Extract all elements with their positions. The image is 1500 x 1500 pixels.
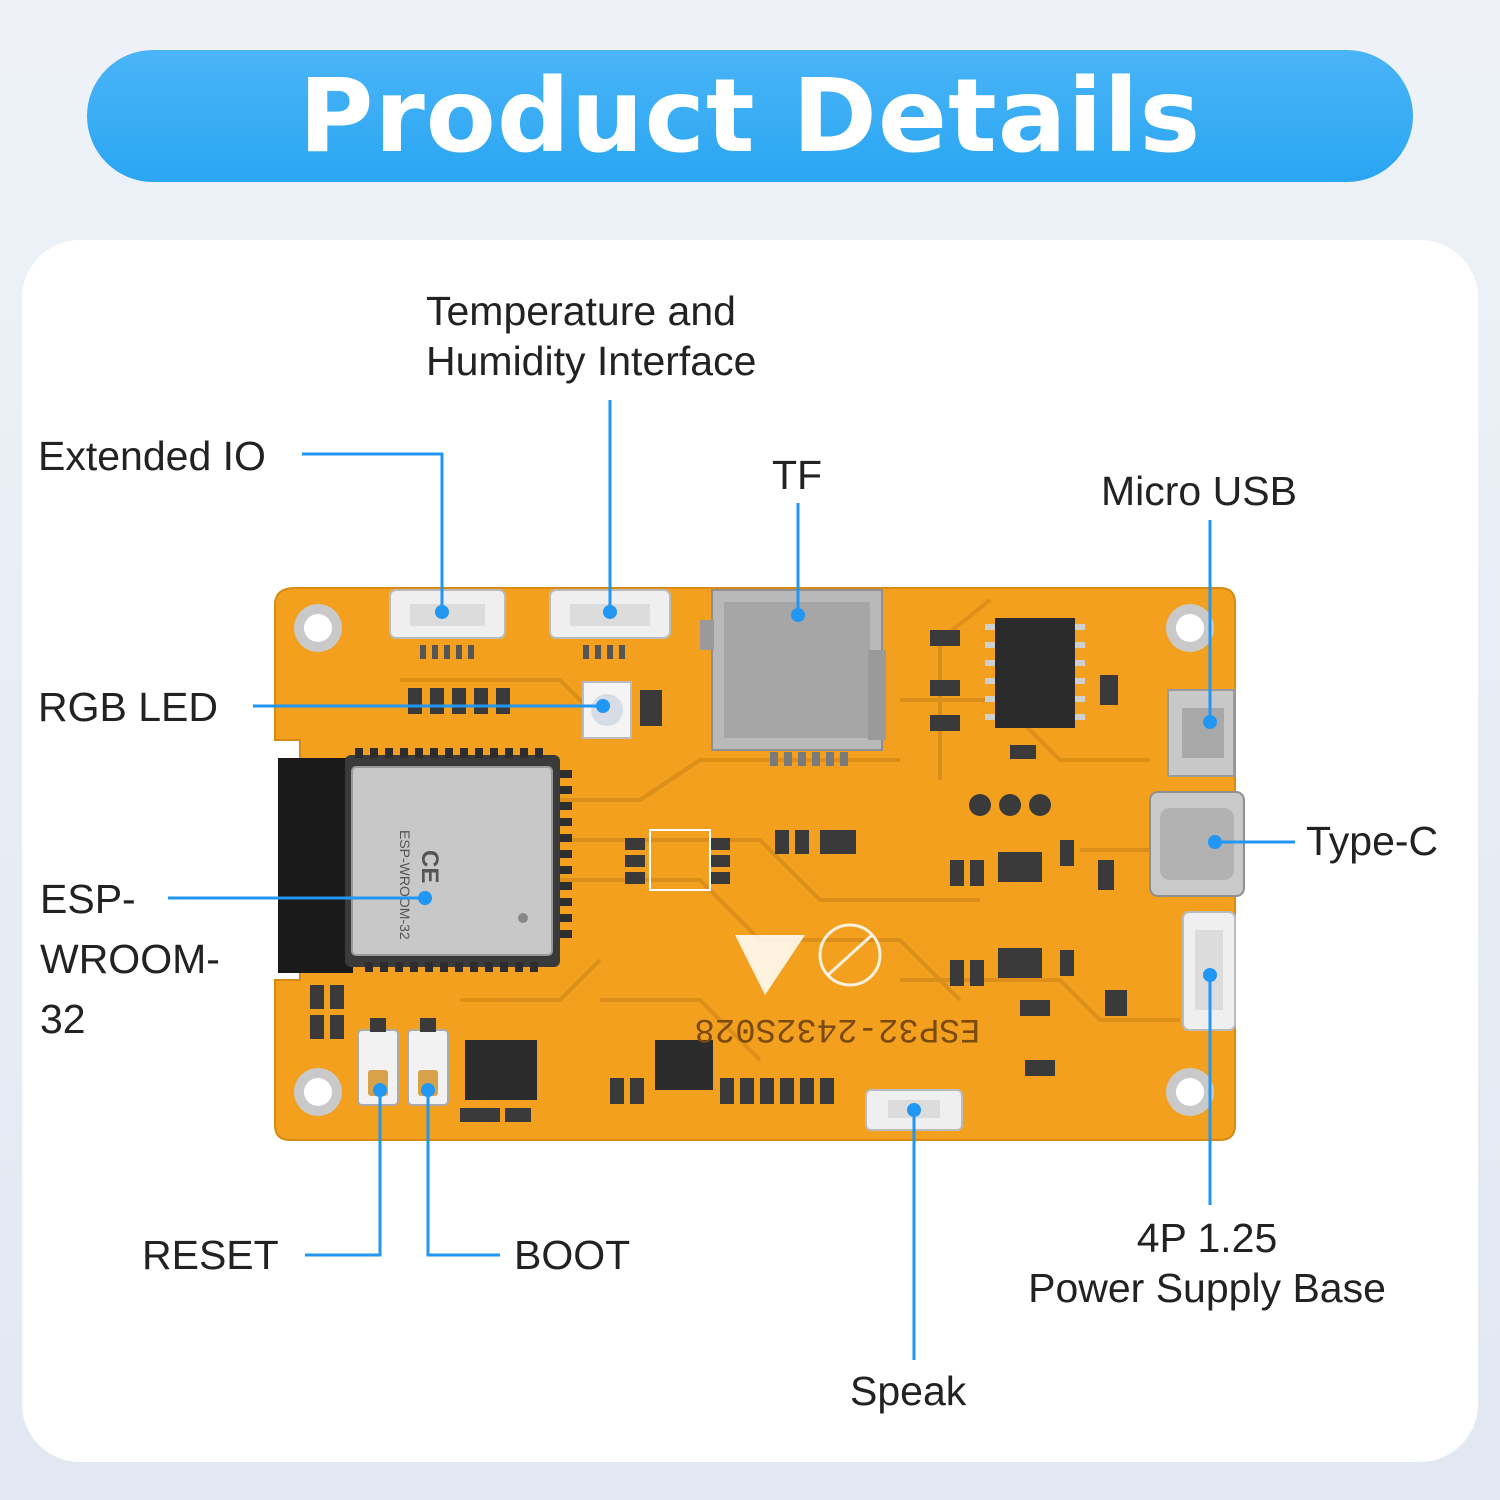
- mounting-holes: [294, 604, 1214, 1116]
- smd-components: [310, 630, 1127, 1122]
- label-rgb-led: RGB LED: [38, 684, 218, 730]
- label-speak: Speak: [850, 1368, 967, 1414]
- usb-serial-chip: [465, 1040, 537, 1100]
- label-reset: RESET: [142, 1232, 279, 1278]
- board-silkscreen: ESP32-2432S028: [694, 1009, 980, 1047]
- label-temp-humidity-line1: Temperature and: [426, 288, 736, 334]
- pb-free-logo: [818, 923, 882, 987]
- label-power-line1: 4P 1.25: [1136, 1215, 1278, 1261]
- pin-headers: [420, 645, 625, 659]
- reset-button: [357, 1018, 399, 1106]
- micro-usb-port: [1167, 689, 1235, 777]
- label-tf: TF: [772, 452, 823, 498]
- module-marking: ESP-WROOM-32: [397, 830, 413, 940]
- label-type-c: Type-C: [1306, 818, 1439, 864]
- callout-dots: [373, 605, 1222, 1117]
- header-banner: Product Details: [87, 50, 1413, 182]
- label-esp-line3: 32: [40, 996, 86, 1042]
- callout-lines: [168, 400, 1295, 1360]
- tf-card-slot: [700, 589, 886, 766]
- label-extended-io: Extended IO: [38, 433, 266, 479]
- label-boot: BOOT: [514, 1232, 631, 1278]
- label-power-line2: Power Supply Base: [1028, 1265, 1386, 1311]
- ce-mark: CE: [416, 850, 443, 883]
- amplifier-chip: [655, 1040, 713, 1090]
- esp-wroom-32-module: ESP-WROOM-32 CE: [278, 748, 572, 973]
- transistors: [969, 794, 1051, 978]
- label-temp-humidity-line2: Humidity Interface: [426, 338, 757, 384]
- board-logo: [735, 935, 805, 995]
- label-esp-line2: WROOM-: [40, 936, 220, 982]
- type-c-port: [1149, 791, 1245, 897]
- page-title: Product Details: [298, 56, 1202, 176]
- label-micro-usb: Micro USB: [1101, 468, 1297, 514]
- label-esp-line1: ESP-: [40, 876, 136, 922]
- ic-chip-top: [985, 618, 1085, 728]
- empty-footprint: [649, 829, 711, 891]
